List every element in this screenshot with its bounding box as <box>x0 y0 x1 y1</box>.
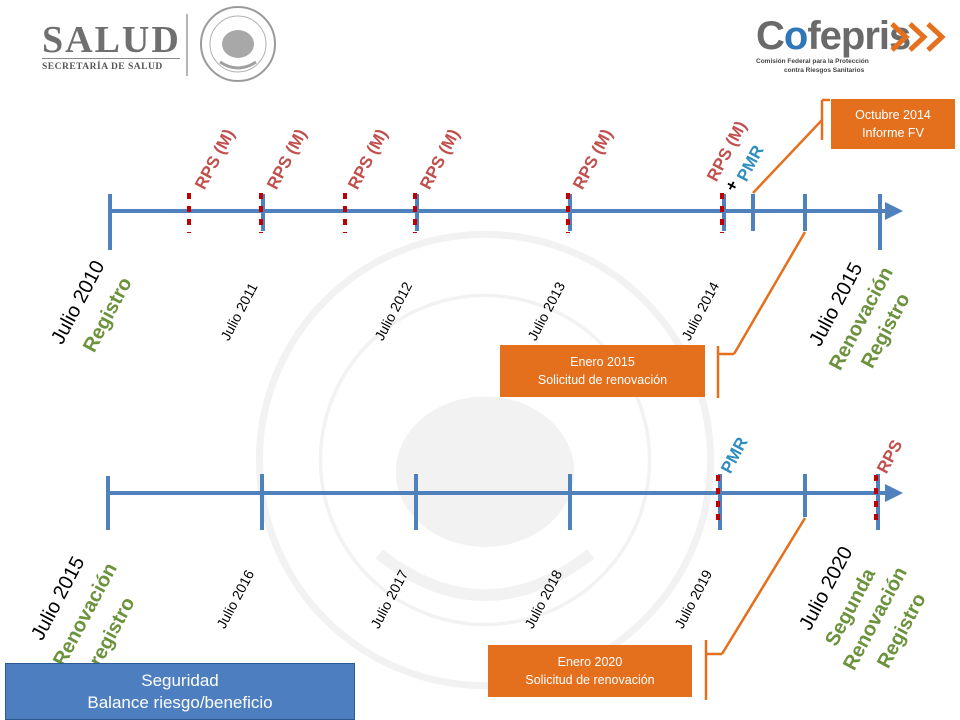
callout-enero-2015-line1: Enero 2015 <box>570 355 635 369</box>
salud-subtitle: SECRETARÍA DE SALUD <box>42 62 163 72</box>
cofepris-subtitle-1: Comisión Federal para la Protección <box>756 58 869 65</box>
header-divider <box>186 14 188 76</box>
seguridad-box: Seguridad Balance riesgo/beneficio <box>5 663 355 720</box>
mexico-seal-icon <box>200 6 276 82</box>
callout-enero-2015: Enero 2015 Solicitud de renovación <box>500 345 705 397</box>
connector-enero-2020 <box>720 517 807 655</box>
callout-enero-2020-line1: Enero 2020 <box>557 655 623 669</box>
cofepris-arrows-icon <box>890 22 946 52</box>
salud-rule <box>42 58 180 59</box>
background-seal-watermark <box>255 230 715 690</box>
seguridad-box-line2: Balance riesgo/beneficio <box>87 692 273 712</box>
bottom-timeline-arrowhead <box>885 484 903 502</box>
connector-enero-2015 <box>732 231 807 355</box>
connector-octubre-2014 <box>752 119 823 194</box>
callout-enero-2015-line2: Solicitud de renovación <box>537 373 668 387</box>
cofepris-c: C <box>756 14 785 58</box>
callout-octubre-2014-line1: Octubre 2014 <box>855 108 931 122</box>
cofepris-logo: Cofepris Comisión Federal para la Protec… <box>752 14 952 84</box>
salud-title: SALUD <box>42 19 181 61</box>
salud-logo: SALUD SECRETARÍA DE SALUD <box>20 14 290 84</box>
callout-enero-2020-line2: Solicitud de renovación <box>525 673 655 687</box>
callout-enero-2020: Enero 2020 Solicitud de renovación <box>488 645 692 697</box>
top-timeline-arrowhead <box>885 202 903 220</box>
seguridad-box-line1: Seguridad <box>141 670 219 690</box>
cofepris-subtitle-2: contra Riesgos Sanitarios <box>784 67 865 74</box>
callout-octubre-2014: Octubre 2014 Informe FV <box>831 99 955 149</box>
cofepris-o: o <box>783 14 808 58</box>
callout-octubre-2014-line2: Informe FV <box>862 126 924 140</box>
